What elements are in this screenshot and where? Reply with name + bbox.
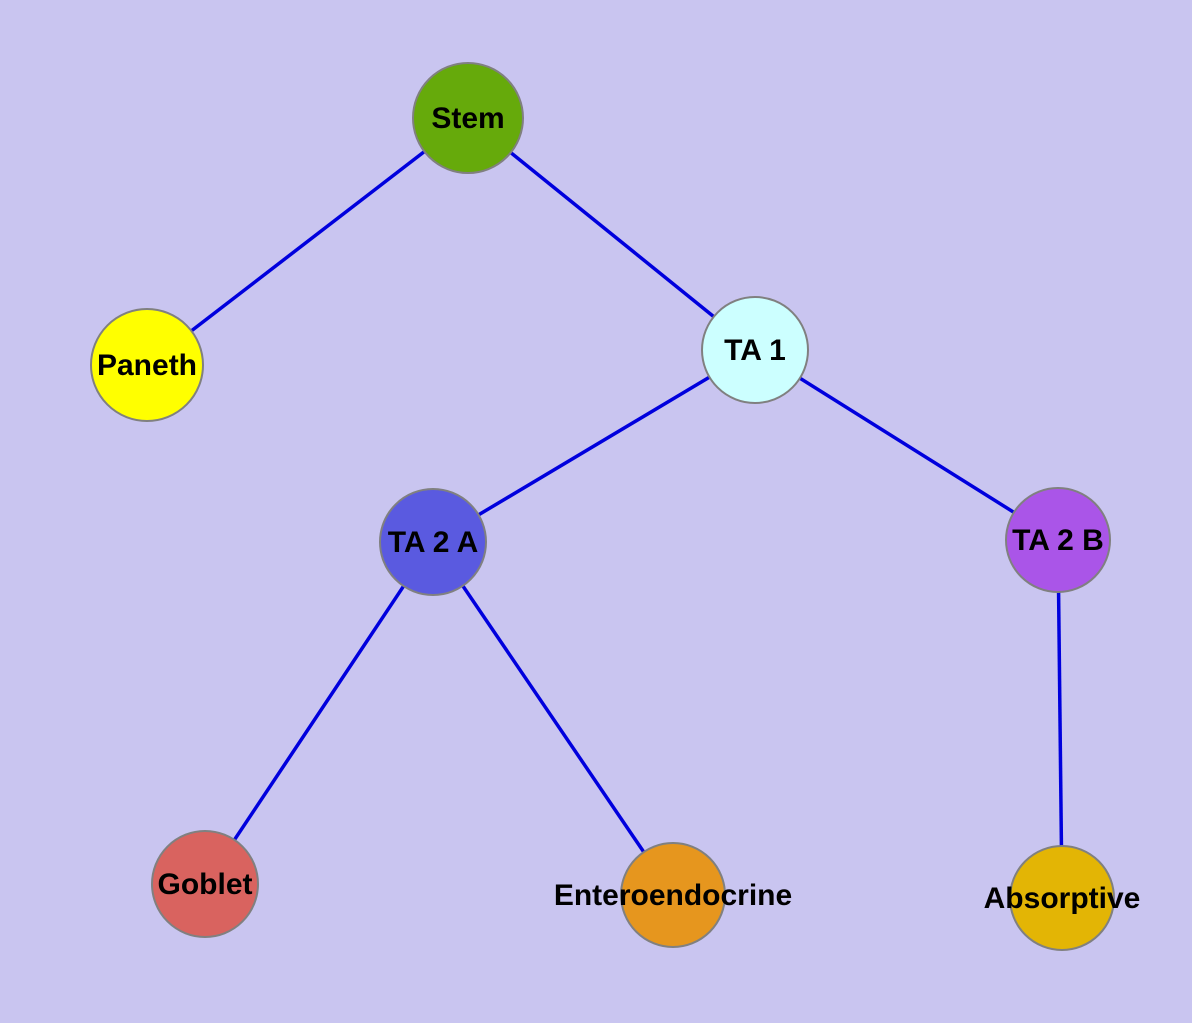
ta1-label: TA 1	[724, 334, 786, 367]
edge-stem-paneth	[145, 116, 470, 367]
enteroendocrine-node	[620, 842, 726, 948]
nodes-layer	[90, 62, 1115, 951]
edge-stem-ta1	[466, 116, 757, 352]
ta2b-node	[1005, 487, 1111, 593]
absorptive-node	[1009, 845, 1115, 951]
edge-ta2b-absorptive	[1056, 539, 1064, 899]
ta2a-node	[379, 488, 487, 596]
absorptive-label: Absorptive	[984, 882, 1141, 915]
edge-ta1-ta2b	[754, 348, 1059, 542]
stem-label: Stem	[431, 102, 504, 135]
ta1-node	[701, 296, 809, 404]
edges-layer	[145, 116, 1064, 899]
edge-ta1-ta2a	[432, 348, 756, 544]
stem-node	[412, 62, 524, 174]
enteroendocrine-label: Enteroendocrine	[554, 879, 792, 912]
ta2b-label: TA 2 B	[1012, 524, 1104, 557]
edge-ta2a-goblet	[203, 541, 435, 885]
paneth-node	[90, 308, 204, 422]
edge-ta2a-enteroendocrine	[431, 541, 675, 896]
goblet-node	[151, 830, 259, 938]
ta2a-label: TA 2 A	[388, 526, 479, 559]
paneth-label: Paneth	[97, 349, 197, 382]
goblet-label: Goblet	[158, 868, 253, 901]
